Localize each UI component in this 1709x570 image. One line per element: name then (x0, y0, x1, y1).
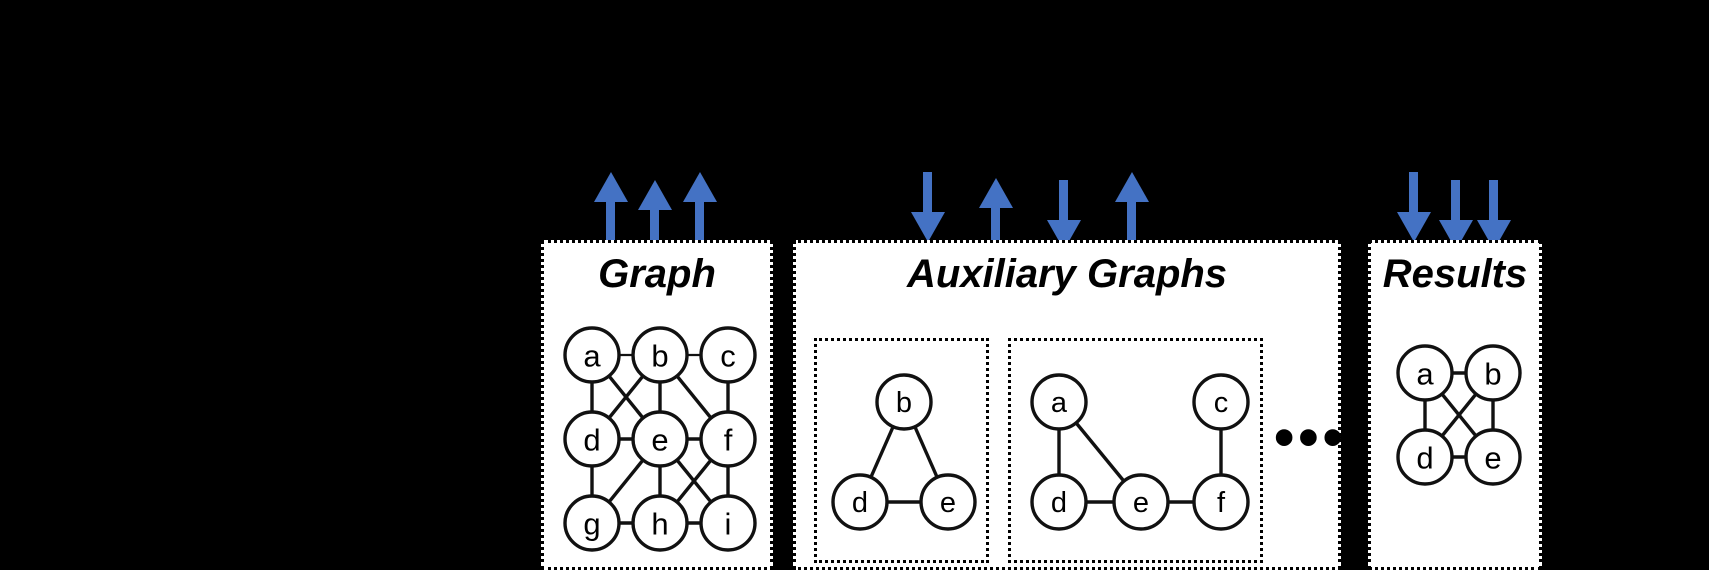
node-label: f (724, 423, 733, 458)
arrow-aux-4 (1115, 172, 1149, 242)
graph-node-d: d (563, 410, 621, 468)
node-label: e (1484, 441, 1501, 476)
graph-node-b: b (631, 326, 689, 384)
panel-results-title: Results (1382, 252, 1528, 296)
aux2-node-f: f (1192, 473, 1250, 531)
arrow-aux-1 (911, 172, 945, 242)
aux2-node-c: c (1192, 373, 1250, 431)
aux2-node-d: d (1030, 473, 1088, 531)
arrow-down-icon (1439, 180, 1473, 250)
arrow-up-icon (1115, 172, 1149, 242)
graph-node-g: g (563, 494, 621, 552)
graph-nodes: a b c d e (563, 326, 757, 552)
aux2-node-a: a (1030, 373, 1088, 431)
auxiliary-graph-2-svg: a c d e f (1030, 373, 1250, 531)
aux1-node-b: b (875, 373, 933, 431)
node-label: c (1214, 387, 1229, 419)
panel-auxiliary-title: Auxiliary Graphs (906, 252, 1228, 296)
auxiliary-ellipsis: ••• (1274, 405, 1347, 470)
results-node-e: e (1464, 428, 1522, 486)
arrow-aux-2 (979, 178, 1013, 248)
arrow-down-icon (1047, 180, 1081, 250)
graph-node-f: f (699, 410, 757, 468)
graph-node-e: e (631, 410, 689, 468)
results-node-b: b (1464, 344, 1522, 402)
arrow-graph-3 (683, 172, 717, 242)
graph-node-c: c (699, 326, 757, 384)
arrow-down-icon (911, 172, 945, 242)
panel-auxiliary-graphs: Auxiliary Graphs b d (793, 240, 1343, 570)
aux1-node-e: e (919, 473, 977, 531)
graph-node-a: a (563, 326, 621, 384)
node-label: h (651, 507, 668, 542)
node-label: e (651, 423, 668, 458)
node-label: e (940, 487, 956, 519)
node-label: i (725, 507, 732, 542)
auxiliary-graph-1-svg: b d e (831, 373, 977, 531)
arrow-up-icon (638, 180, 672, 250)
node-label: c (720, 339, 736, 374)
arrow-results-1 (1397, 172, 1431, 242)
arrow-graph-1 (594, 172, 628, 242)
arrow-up-icon (979, 178, 1013, 248)
arrow-down-icon (1397, 172, 1431, 242)
node-label: d (583, 423, 600, 458)
arrow-results-2 (1439, 180, 1473, 250)
node-label: d (1416, 441, 1433, 476)
aux1-node-d: d (831, 473, 889, 531)
panel-graph: Graph (541, 240, 773, 570)
results-node-d: d (1396, 428, 1454, 486)
arrow-results-3 (1477, 180, 1511, 250)
panel-graph-title: Graph (598, 252, 716, 296)
auxiliary-graph-2-box: a c d e f (1008, 338, 1263, 563)
results-nodes: a b d e (1396, 344, 1522, 486)
aux2-nodes: a c d e f (1030, 373, 1250, 531)
results-node-a: a (1396, 344, 1454, 402)
node-label: d (1051, 487, 1067, 519)
graph-node-h: h (631, 494, 689, 552)
node-label: a (583, 339, 601, 374)
node-label: f (1217, 487, 1226, 519)
node-label: b (651, 339, 668, 374)
node-label: a (1416, 357, 1434, 392)
node-label: e (1133, 487, 1149, 519)
aux2-node-e: e (1112, 473, 1170, 531)
node-label: d (852, 487, 868, 519)
arrow-graph-2 (638, 180, 672, 250)
results-graph-svg: a b d e (1396, 344, 1522, 486)
auxiliary-graph-1-box: b d e (814, 338, 989, 563)
panel-results: Results a b (1368, 240, 1542, 570)
node-label: b (896, 387, 912, 419)
arrow-aux-3 (1047, 180, 1081, 250)
arrow-down-icon (1477, 180, 1511, 250)
node-label: a (1051, 387, 1068, 419)
node-label: g (583, 507, 600, 542)
graph-main-svg: a b c d e (563, 326, 757, 552)
graph-node-i: i (699, 494, 757, 552)
arrow-up-icon (594, 172, 628, 242)
node-label: b (1484, 357, 1501, 392)
arrow-up-icon (683, 172, 717, 242)
aux1-nodes: b d e (831, 373, 977, 531)
